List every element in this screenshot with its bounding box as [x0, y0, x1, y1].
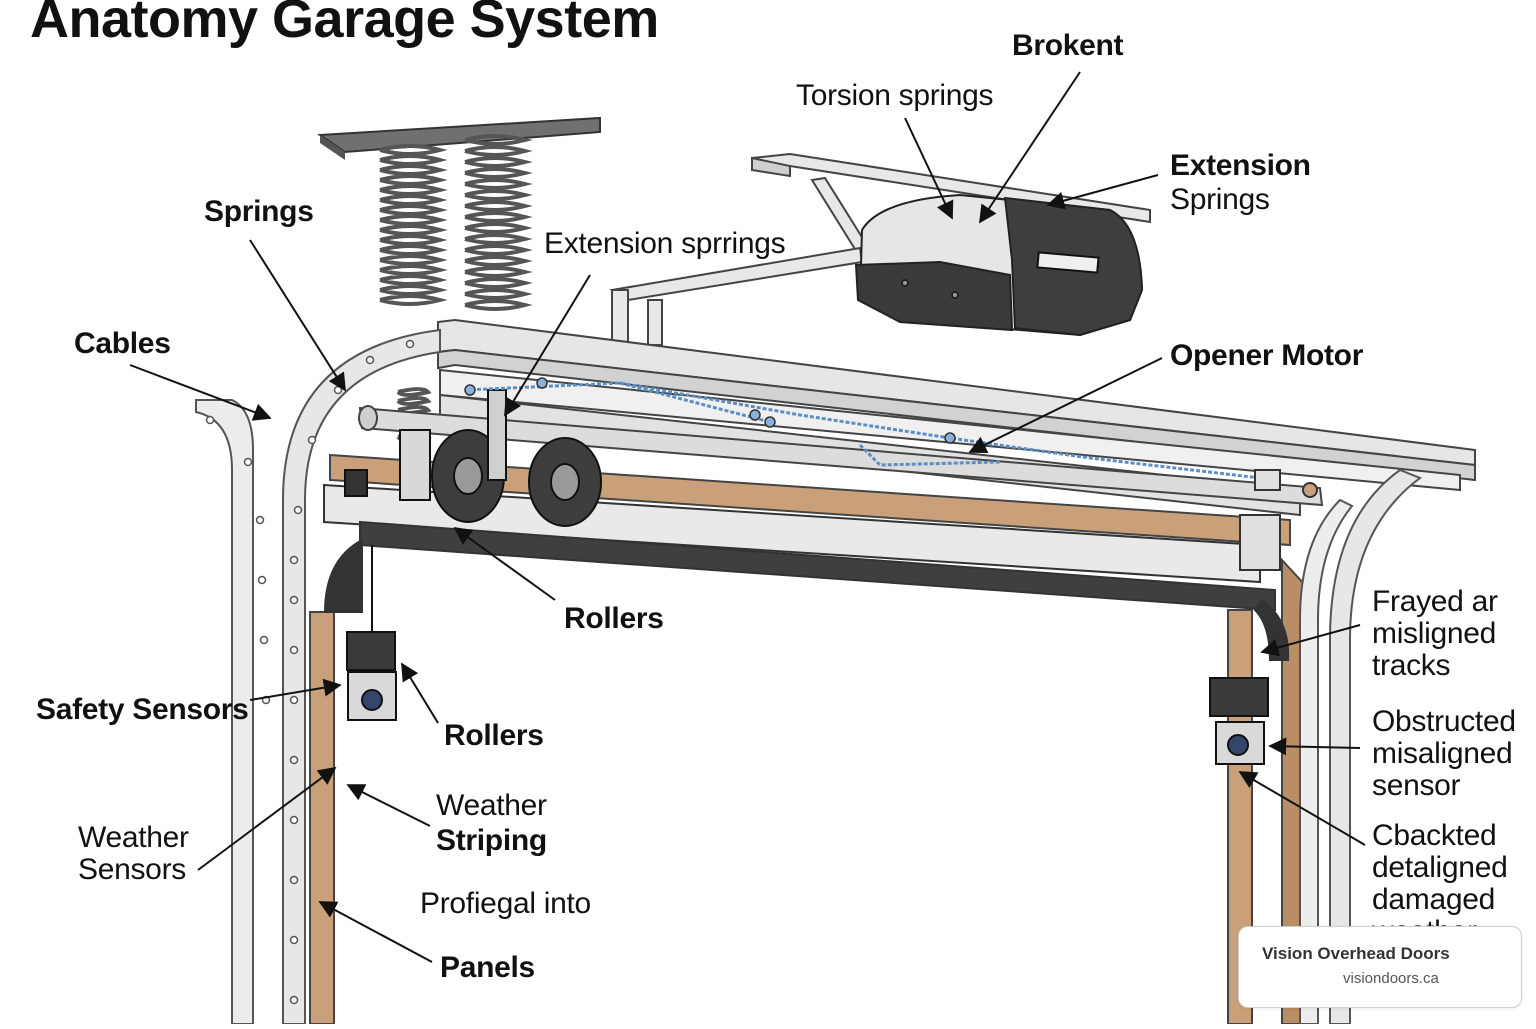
label-frayed-tracks: Frayed ar misligned tracks [1372, 585, 1498, 682]
right-hardware [1239, 469, 1318, 571]
watermark-card: Vision Overhead Doors visiondoors.ca [1238, 926, 1522, 1008]
label-weather-striping-line2: Striping [436, 824, 547, 857]
label-rollers-lower: Rollers [444, 719, 544, 752]
roller-wheels [344, 389, 602, 527]
label-obstructed-sensor: Obstructed misaligned sensor [1372, 705, 1516, 802]
drum-shaft [358, 405, 1324, 507]
coil-springs [379, 134, 533, 442]
label-weather-sensors: Weather Sensors [78, 821, 189, 886]
label-cables: Cables [74, 327, 171, 360]
left-track [195, 328, 441, 1025]
diagram-title: Anatomy Garage System [30, 0, 659, 49]
watermark-url: visiondoors.ca [1343, 970, 1439, 987]
cable-fittings [464, 377, 956, 444]
label-springs: Springs [204, 195, 314, 228]
leader-arrows [129, 71, 1366, 963]
lift-cable [464, 381, 1261, 480]
opener-motor-unit [854, 193, 1144, 337]
label-profiegal-into: Profiegal into [420, 887, 591, 920]
watermark-name: Vision Overhead Doors [1262, 944, 1450, 963]
label-extension-springs-line2: Springs [1170, 183, 1270, 216]
safety-sensor-right [1209, 677, 1269, 765]
label-extension-springs-line1: Extension [1170, 149, 1311, 182]
spring-mount [317, 116, 601, 160]
label-cracked-weather: Cbackted detaligned damaged weather [1372, 820, 1508, 928]
label-safety-sensors: Safety Sensors [36, 693, 249, 726]
label-rollers-top: Rollers [564, 602, 664, 635]
label-torsion-springs: Torsion springs [796, 79, 994, 112]
label-broken: Brokent [1012, 30, 1124, 62]
label-panels: Panels [440, 951, 535, 984]
label-weather-striping-line1: Weather [436, 789, 547, 822]
safety-sensor-left [346, 545, 397, 721]
label-opener-motor: Opener Motor [1170, 339, 1364, 372]
track-holes [205, 339, 415, 1005]
label-extension-sprrings: Extension sprrings [544, 227, 786, 260]
